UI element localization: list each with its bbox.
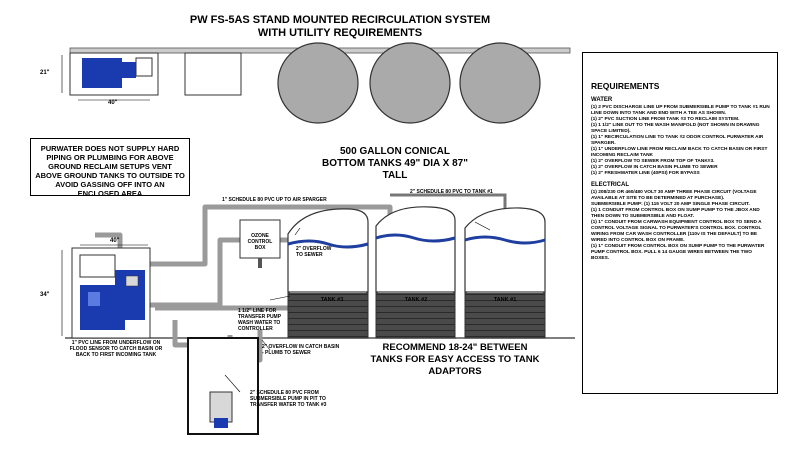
label-underflow: 1" PVC LINE FROM UNDERFLOW ON FLOOD SENS… xyxy=(69,340,163,358)
tank-caption-line-1: 500 GALLON CONICAL xyxy=(339,146,450,157)
title-line-2: WITH UTILITY REQUIREMENTS xyxy=(257,27,423,39)
plan-tank-1 xyxy=(459,42,541,124)
recommend-line-2: TANKS FOR EASY ACCESS TO TANK xyxy=(370,354,540,365)
ozone-control-box xyxy=(239,219,281,259)
title-line-1: PW FS-5AS STAND MOUNTED RECIRCULATION SY… xyxy=(189,14,491,26)
water-item: (1) 2 PVC DISCHARGE LINE UP FROM SUBMERS… xyxy=(591,105,770,116)
label-suction-line: 1 1/2" LINE FOR TRANSFER PUMP WASH WATER… xyxy=(238,308,281,332)
tank-caption-line-3: TALL xyxy=(382,170,408,181)
water-item: (1) 1 1/2" LINE OUT TO THE WASH MANIFOLD… xyxy=(591,123,760,134)
dim-side-width: 40" xyxy=(110,238,120,244)
dim-top-width: 21" xyxy=(40,70,50,76)
plan-tank-3 xyxy=(277,42,359,124)
label-sched-tank1: 2" SCHEDULE 80 PVC TO TANK #1 xyxy=(410,189,493,195)
water-item: (1) 1" UNDERFLOW LINE FROM RECLAIM BACK … xyxy=(591,147,768,158)
water-item: (1) 2" OVERFLOW TO SEWER FROM TOP OF TAN… xyxy=(591,159,715,164)
electrical-item: SUBMERSIBLE PUMP: (1) 115 VOLT 20 AMP SI… xyxy=(591,202,750,207)
electrical-item: (1) 208/230 OR 460/480 VOLT 30 AMP THREE… xyxy=(591,190,757,201)
tank-1-drawing xyxy=(464,207,546,339)
label-sched-pump: 2" SCHEDULE 80 PVC FROM SUBMERSIBLE PUMP… xyxy=(250,390,327,408)
recommend-line-3: ADAPTORS xyxy=(428,366,482,377)
electrical-heading: ELECTRICAL xyxy=(591,182,629,188)
plan-tank-2 xyxy=(369,42,451,124)
recirculation-unit xyxy=(61,244,151,339)
water-item: (1) 2" OVERFLOW IN CATCH BASIN PLUMB TO … xyxy=(591,165,718,170)
label-overflow-sewer: 2" OVERFLOW TO SEWER xyxy=(296,246,332,258)
tank-3-drawing xyxy=(287,208,369,339)
water-item: (1) 2" FRESHWATER LINE (40PSI) FOR BYPAS… xyxy=(591,171,700,176)
requirements-panel: REQUIREMENTS WATER (1) 2 PVC DISCHARGE L… xyxy=(582,52,778,394)
electrical-item: (1) 1" CONDUIT FROM CARWASH EQUIPMENT CO… xyxy=(591,220,762,243)
tank-caption: 500 GALLON CONICAL BOTTOM TANKS 49" DIA … xyxy=(320,146,470,182)
tank-caption-line-2: BOTTOM TANKS 49" DIA X 87" xyxy=(322,158,468,169)
label-tank-3: TANK #3 xyxy=(320,297,344,303)
electrical-item: (1) 1" CONDUIT FROM CONTROL BOX ON SUMP … xyxy=(591,244,765,261)
water-item: (1) 2" PVC SUCTION LINE FROM TANK #3 TO … xyxy=(591,117,740,122)
label-ozone-box: OZONE CONTROL BOX xyxy=(247,233,273,251)
dim-top-length: 40" xyxy=(108,100,118,106)
catch-basin xyxy=(187,337,259,435)
pipes xyxy=(95,204,393,363)
label-overflow-catch: 2" OVERFLOW IN CATCH BASIN - PLUMB TO SE… xyxy=(262,344,340,356)
dim-side-height: 34" xyxy=(40,292,50,298)
water-heading: WATER xyxy=(591,97,613,103)
label-air-sparger: 1" SCHEDULE 80 PVC UP TO AIR SPARGER xyxy=(222,197,327,203)
tank-2-drawing xyxy=(375,206,456,339)
note-box: PURWATER DOES NOT SUPPLY HARD PIPING OR … xyxy=(30,138,190,198)
label-tank-1: TANK #1 xyxy=(493,297,517,303)
recommend-line-1: RECOMMEND 18-24" BETWEEN xyxy=(382,342,528,353)
plan-view xyxy=(61,42,571,124)
recommend-note: RECOMMEND 18-24" BETWEEN TANKS FOR EASY … xyxy=(340,342,570,378)
requirements-title: REQUIREMENTS xyxy=(591,81,660,91)
water-item: (1) 1" RECIRCULATION LINE TO TANK #2 ODO… xyxy=(591,135,764,146)
electrical-item: (1) 1 CONDUIT FROM CONTROL BOX ON SUMP P… xyxy=(591,208,760,219)
diagram-title: PW FS-5AS STAND MOUNTED RECIRCULATION SY… xyxy=(170,14,510,40)
label-tank-2: TANK #2 xyxy=(404,297,428,303)
